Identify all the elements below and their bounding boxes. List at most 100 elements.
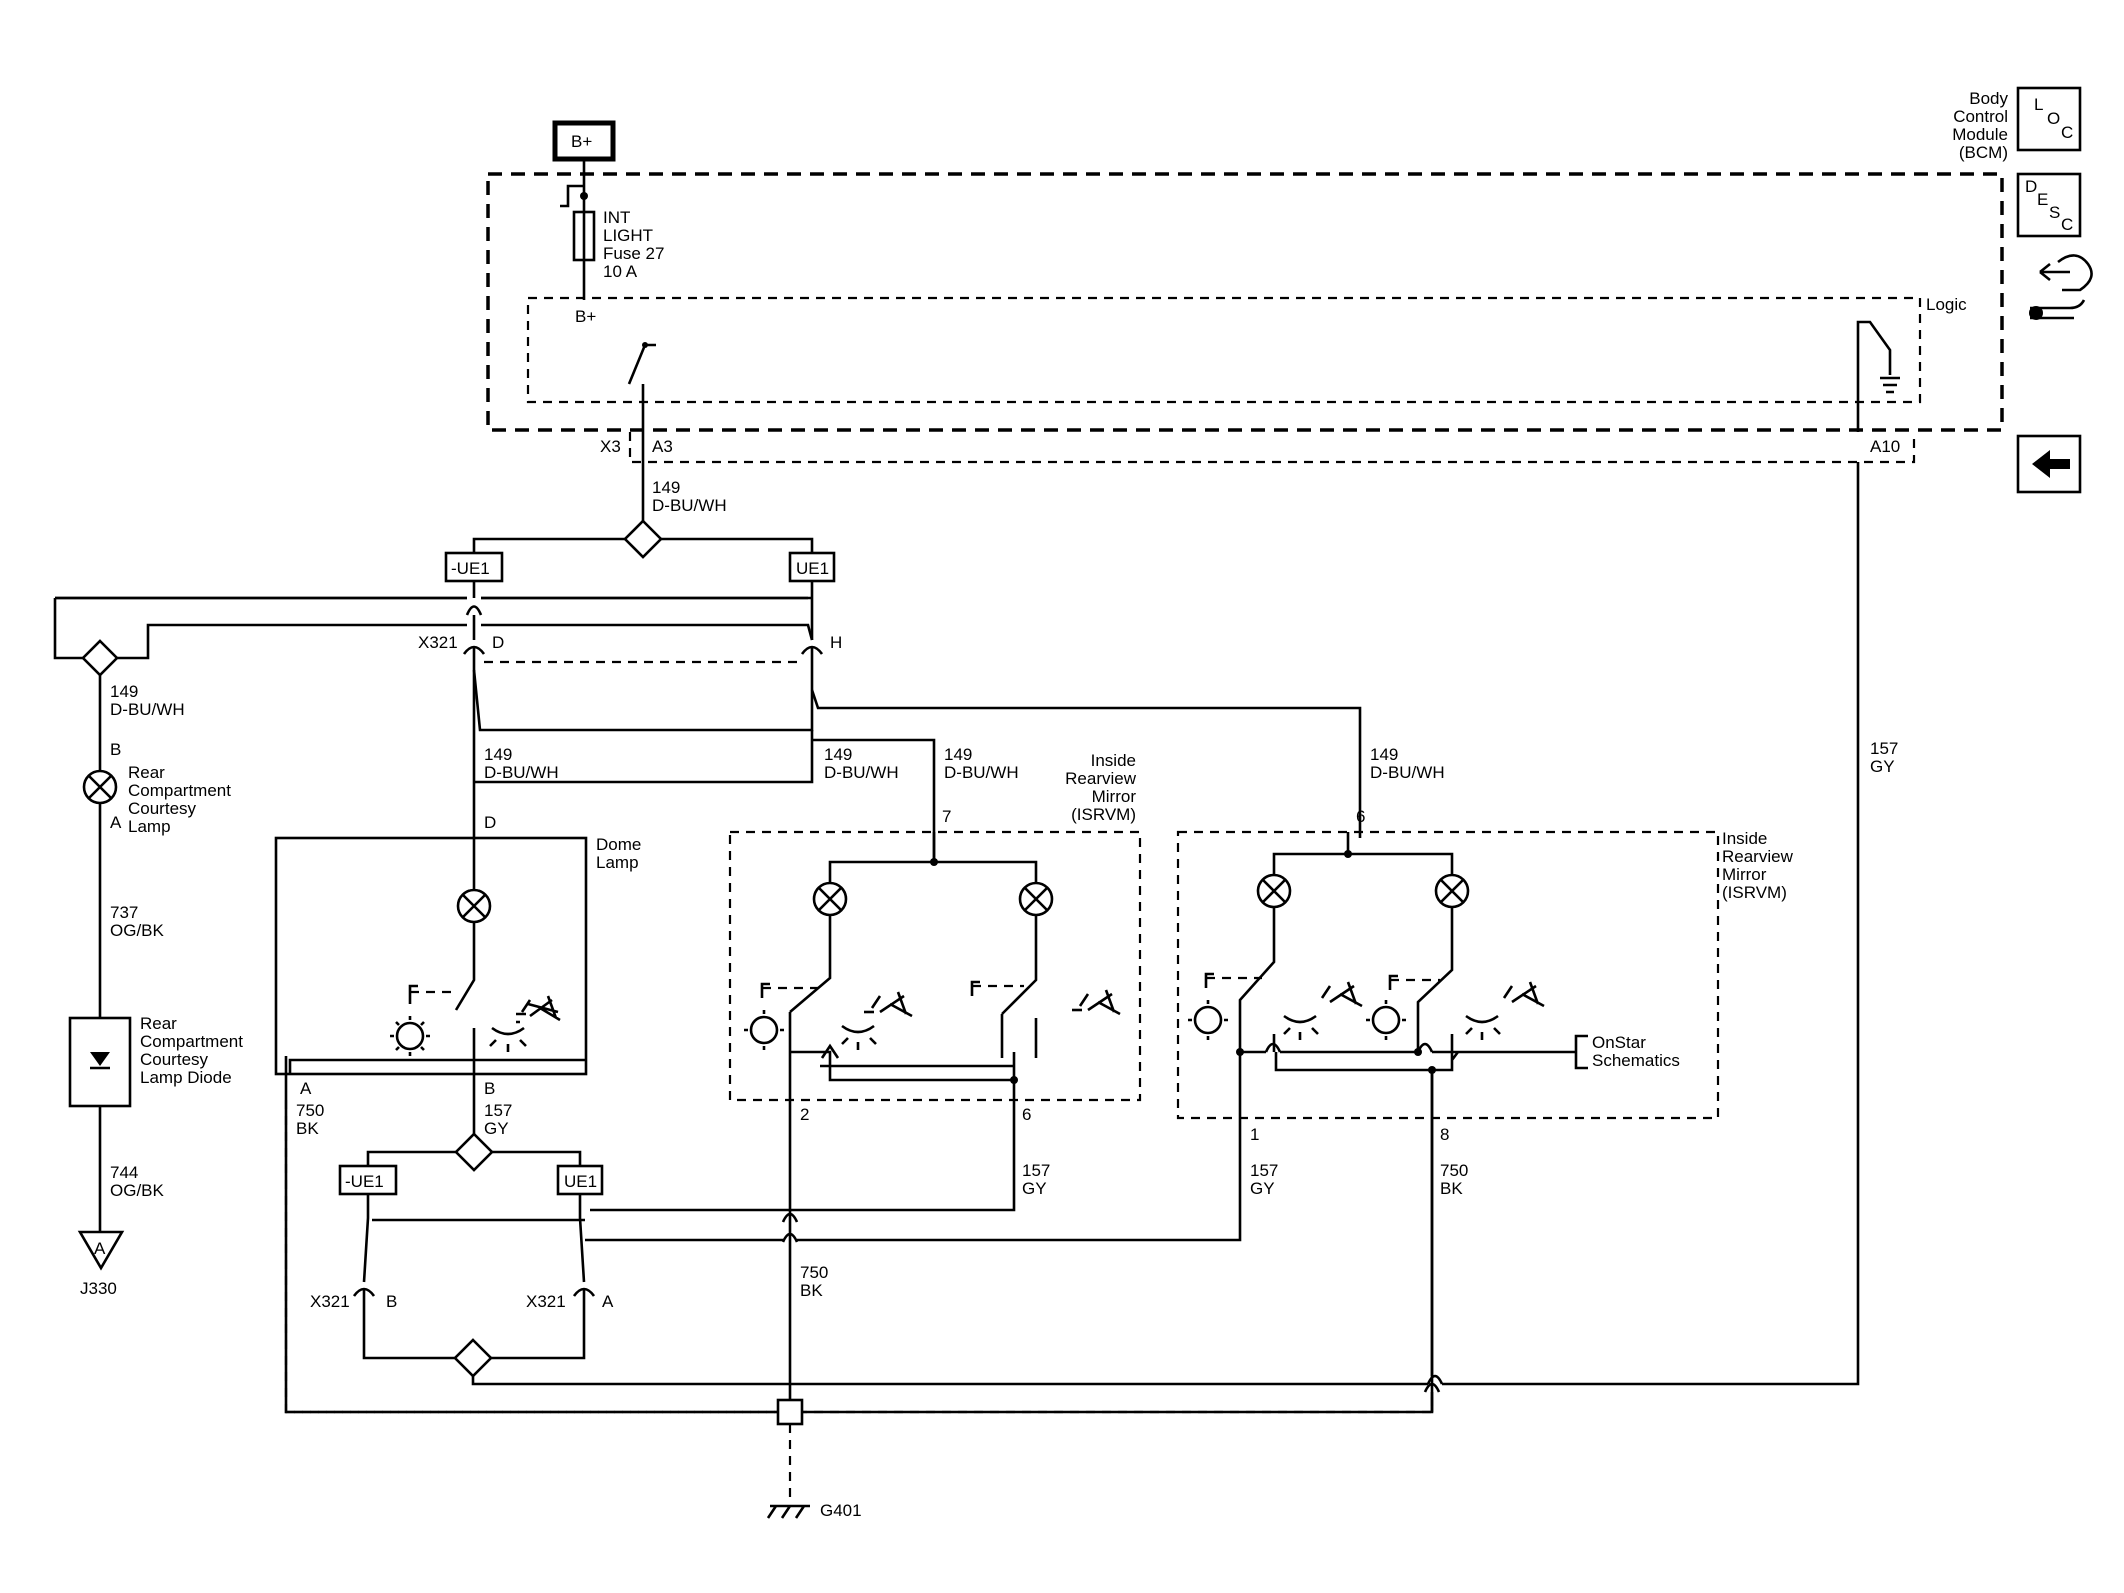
svg-text:Rearview: Rearview xyxy=(1065,769,1137,788)
pin-1-label: 1 xyxy=(1250,1125,1259,1144)
svg-text:157: 157 xyxy=(1250,1161,1278,1180)
svg-text:INT: INT xyxy=(603,208,630,227)
module-name-label: Body Control Module (BCM) xyxy=(1952,89,2008,162)
svg-text:Compartment: Compartment xyxy=(140,1032,243,1051)
svg-text:S: S xyxy=(2049,203,2060,222)
wire-744-label: 744 OG/BK xyxy=(110,1163,165,1200)
battery-positive-label: B+ xyxy=(552,120,616,162)
svg-text:(BCM): (BCM) xyxy=(1959,143,2008,162)
left-arrow-icon xyxy=(2032,450,2070,478)
svg-text:Module: Module xyxy=(1952,125,2008,144)
pin-6-label-isrvm2: 6 xyxy=(1356,807,1365,826)
pin-a-label: A xyxy=(602,1292,614,1311)
svg-text:A: A xyxy=(94,1239,106,1258)
svg-text:BK: BK xyxy=(296,1119,319,1138)
svg-text:L: L xyxy=(2034,95,2043,114)
x321-label-bl: X321 xyxy=(310,1292,350,1311)
svg-text:Courtesy: Courtesy xyxy=(140,1050,209,1069)
svg-text:Rearview: Rearview xyxy=(1722,847,1794,866)
isrvm2-sun-icon-1 xyxy=(1188,1000,1228,1040)
svg-text:750: 750 xyxy=(1440,1161,1468,1180)
wire-157-isrvm1-label: 157 GY xyxy=(1022,1161,1050,1198)
splice-main xyxy=(623,519,663,559)
fuse-label: INT LIGHT Fuse 27 10 A xyxy=(603,208,664,281)
wire-157-right-label: 157 GY xyxy=(1870,739,1898,776)
pin-8-label: 8 xyxy=(1440,1125,1449,1144)
isrvm1-label: Inside Rearview Mirror (ISRVM) xyxy=(1065,751,1137,824)
svg-text:D-BU/WH: D-BU/WH xyxy=(824,763,899,782)
svg-text:149: 149 xyxy=(944,745,972,764)
wire-750-dome-label: 750 BK xyxy=(296,1101,324,1138)
pin-a3-label: A3 xyxy=(652,437,673,456)
wire-750-isrvm2-label: 750 BK xyxy=(1440,1161,1468,1198)
svg-text:Body: Body xyxy=(1969,89,2008,108)
svg-text:149: 149 xyxy=(1370,745,1398,764)
x321-label-top: X321 xyxy=(418,633,458,652)
svg-text:Lamp: Lamp xyxy=(596,853,639,872)
svg-text:D: D xyxy=(2025,177,2037,196)
dome-lamp-bulb xyxy=(456,888,492,924)
wire-149-isrvm2-label: 149 D-BU/WH xyxy=(1370,745,1445,782)
svg-text:149: 149 xyxy=(110,682,138,701)
ground-symbol-icon xyxy=(766,1504,810,1519)
svg-text:744: 744 xyxy=(110,1163,138,1182)
wire-149-dome-label: 149 D-BU/WH xyxy=(484,745,559,782)
isrvm1-outline xyxy=(728,830,1142,1102)
connector-wrench-icon[interactable] xyxy=(2029,254,2093,320)
rear-lamp-pin-b: B xyxy=(110,740,121,759)
sun-icon xyxy=(390,1016,430,1056)
loc-icon: L O C xyxy=(2034,95,2073,142)
dome-pin-a-label: A xyxy=(300,1079,312,1098)
isrvm1-dim-icon-2 xyxy=(1072,989,1121,1016)
svg-text:750: 750 xyxy=(296,1101,324,1120)
svg-text:E: E xyxy=(2037,190,2048,209)
loc-button[interactable]: L O C xyxy=(2016,86,2082,152)
bplus-inner-label: B+ xyxy=(575,307,596,326)
pin-d-label: D xyxy=(492,633,504,652)
isrvm2-label: Inside Rearview Mirror (ISRVM) xyxy=(1722,829,1794,902)
svg-text:D-BU/WH: D-BU/WH xyxy=(1370,763,1445,782)
svg-text:Inside: Inside xyxy=(1722,829,1767,848)
option-ue1-top: UE1 xyxy=(788,551,836,583)
wire-149-left-label: 149 D-BU/WH xyxy=(110,682,185,719)
rear-compartment-lamp xyxy=(82,769,118,805)
pin-b-label: B xyxy=(386,1292,397,1311)
svg-text:149: 149 xyxy=(824,745,852,764)
option-not-ue1-bottom: -UE1 xyxy=(338,1164,398,1196)
desc-button[interactable]: D E S C xyxy=(2016,172,2082,238)
wire-149-main-label: 149 D-BU/WH xyxy=(652,478,727,515)
dim-light-icon xyxy=(489,995,561,1052)
svg-text:GY: GY xyxy=(1870,757,1895,776)
isrvm1-sun-icon xyxy=(744,1010,784,1050)
svg-text:C: C xyxy=(2061,123,2073,142)
back-button[interactable] xyxy=(2016,434,2082,494)
pin-2-label: 2 xyxy=(800,1105,809,1124)
svg-text:157: 157 xyxy=(484,1101,512,1120)
isrvm2-dim-icon-2 xyxy=(1465,981,1545,1040)
svg-text:BK: BK xyxy=(1440,1179,1463,1198)
wire-157-dome-label: 157 GY xyxy=(484,1101,512,1138)
svg-text:Mirror: Mirror xyxy=(1092,787,1137,806)
svg-text:750: 750 xyxy=(800,1263,828,1282)
svg-text:UE1: UE1 xyxy=(796,559,829,578)
svg-text:(ISRVM): (ISRVM) xyxy=(1071,805,1136,824)
svg-text:O: O xyxy=(2047,109,2060,128)
dome-lamp-label: Dome Lamp xyxy=(596,835,641,872)
connector-x321-bottom xyxy=(352,1287,596,1306)
splice-dome-b xyxy=(454,1132,494,1172)
svg-text:Rear: Rear xyxy=(128,763,165,782)
fuse-27 xyxy=(572,210,596,262)
svg-text:Compartment: Compartment xyxy=(128,781,231,800)
isrvm2-bulb-left xyxy=(1256,873,1292,909)
svg-text:Dome: Dome xyxy=(596,835,641,854)
wire-737-label: 737 OG/BK xyxy=(110,903,165,940)
option-not-ue1-top: -UE1 xyxy=(444,551,504,583)
isrvm2-sun-icon-2 xyxy=(1366,1000,1406,1040)
isrvm1-bulb-left xyxy=(812,881,848,917)
svg-text:Control: Control xyxy=(1953,107,2008,126)
isrvm2-outline xyxy=(1176,830,1720,1120)
wire-750-mid-label: 750 BK xyxy=(800,1263,828,1300)
rear-diode-label: Rear Compartment Courtesy Lamp Diode xyxy=(140,1014,243,1087)
svg-text:Courtesy: Courtesy xyxy=(128,799,197,818)
